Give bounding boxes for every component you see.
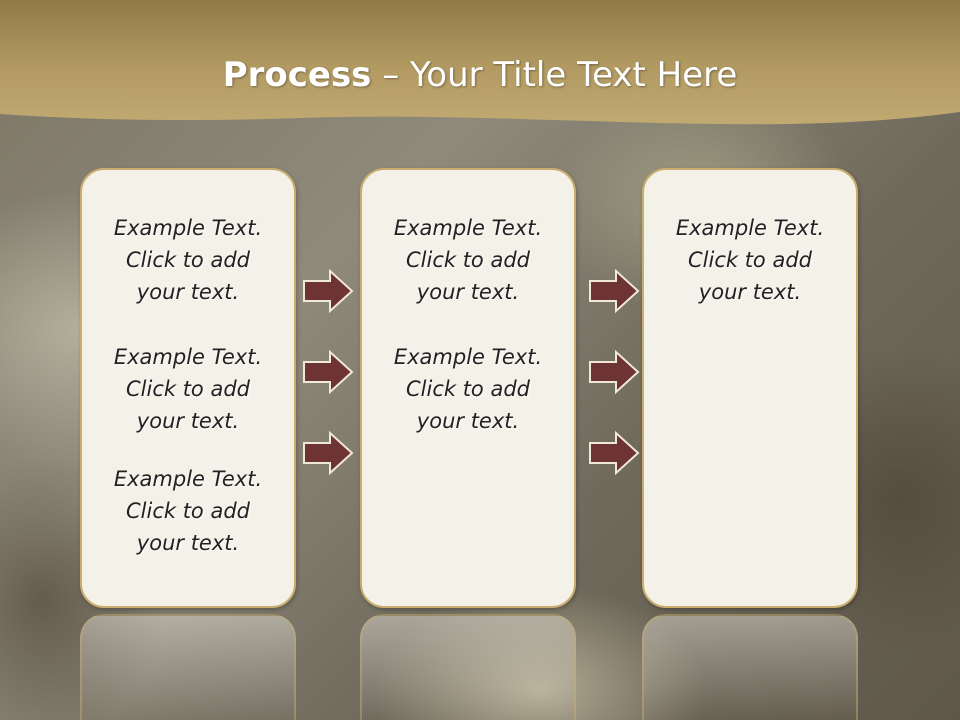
example-text-1-3[interactable]: Example Text. Click to add your text. xyxy=(82,463,294,559)
header-band xyxy=(0,0,960,125)
right-arrow-icon xyxy=(589,431,640,475)
text-line: Example Text. xyxy=(675,216,825,240)
right-arrow-icon xyxy=(303,431,354,475)
process-box-2[interactable]: Example Text. Click to add your text. Ex… xyxy=(360,168,576,608)
example-text-3-1[interactable]: Example Text. Click to add your text. xyxy=(644,212,856,308)
process-box-1[interactable]: Example Text. Click to add your text. Ex… xyxy=(80,168,296,608)
text-line: your text. xyxy=(416,409,520,433)
text-line: Click to add xyxy=(405,248,530,272)
text-line: Click to add xyxy=(125,248,250,272)
example-text-2-1[interactable]: Example Text. Click to add your text. xyxy=(362,212,574,308)
process-box-3[interactable]: Example Text. Click to add your text. xyxy=(642,168,858,608)
right-arrow-icon xyxy=(589,269,640,313)
text-line: Click to add xyxy=(687,248,812,272)
text-line: Example Text. xyxy=(113,216,263,240)
slide-title[interactable]: Process – Your Title Text Here xyxy=(0,52,960,98)
right-arrow-icon xyxy=(589,350,640,394)
text-line: Example Text. xyxy=(113,467,263,491)
box-reflection-1 xyxy=(80,614,296,720)
right-arrow-icon xyxy=(303,350,354,394)
example-text-1-1[interactable]: Example Text. Click to add your text. xyxy=(82,212,294,308)
text-line: Example Text. xyxy=(393,345,543,369)
right-arrow-icon xyxy=(303,269,354,313)
example-text-1-2[interactable]: Example Text. Click to add your text. xyxy=(82,341,294,437)
text-line: Click to add xyxy=(125,499,250,523)
title-rest: – Your Title Text Here xyxy=(371,55,738,95)
text-line: your text. xyxy=(136,280,240,304)
title-bold: Process xyxy=(222,55,372,95)
text-line: your text. xyxy=(136,531,240,555)
box-reflection-2 xyxy=(360,614,576,720)
text-line: your text. xyxy=(698,280,802,304)
text-line: Example Text. xyxy=(113,345,263,369)
example-text-2-2[interactable]: Example Text. Click to add your text. xyxy=(362,341,574,437)
text-line: Click to add xyxy=(405,377,530,401)
text-line: your text. xyxy=(136,409,240,433)
text-line: your text. xyxy=(416,280,520,304)
text-line: Example Text. xyxy=(393,216,543,240)
text-line: Click to add xyxy=(125,377,250,401)
box-reflection-3 xyxy=(642,614,858,720)
